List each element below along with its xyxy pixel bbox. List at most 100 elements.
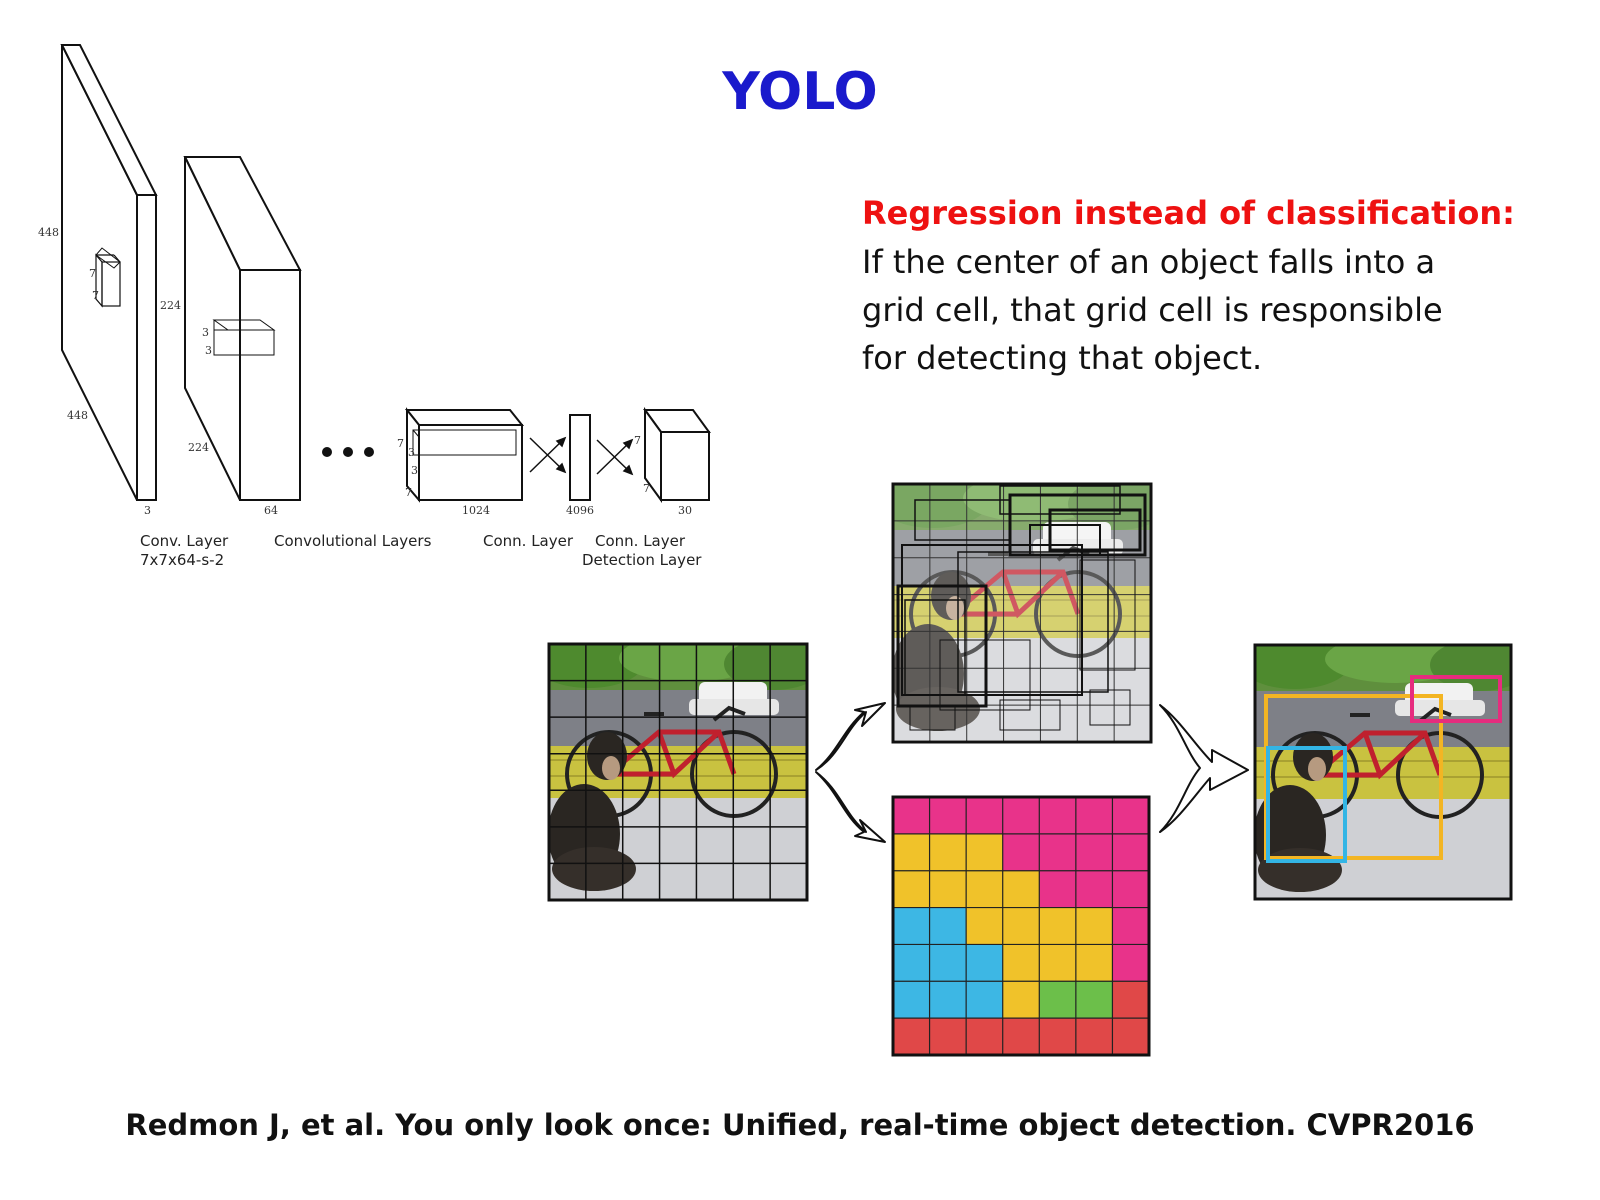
description-heading: Regression instead of classification: bbox=[862, 194, 1515, 232]
label-conn-layer: Conn. Layer bbox=[483, 532, 574, 550]
class-cell bbox=[893, 981, 931, 1019]
description-line: grid cell, that grid cell is responsible bbox=[862, 291, 1443, 329]
class-cell bbox=[1002, 870, 1040, 909]
dim-l3-a: 7 bbox=[397, 437, 404, 450]
class-cell bbox=[966, 870, 1004, 909]
class-cell bbox=[1075, 797, 1113, 835]
class-cell bbox=[966, 1018, 1004, 1056]
dim-l2-c: 64 bbox=[264, 504, 278, 517]
dim-out-c: 30 bbox=[678, 504, 692, 517]
dim-kernel1-b: 7 bbox=[92, 289, 99, 302]
class-cell bbox=[1039, 797, 1077, 835]
network-layer-labels: Conv. Layer 7x7x64-s-2 Convolutional Lay… bbox=[140, 532, 702, 569]
dim-kernel2-a: 3 bbox=[202, 326, 209, 339]
description-line: If the center of an object falls into a bbox=[862, 243, 1436, 281]
class-cell bbox=[1039, 981, 1077, 1019]
class-cell bbox=[929, 944, 967, 982]
network-architecture bbox=[60, 44, 711, 504]
class-cell bbox=[1039, 944, 1077, 982]
fc-cross-1 bbox=[529, 436, 567, 474]
label-conn-layer-2: Conn. Layer bbox=[595, 532, 686, 550]
description-line: for detecting that object. bbox=[862, 339, 1263, 377]
dim-l2-h: 224 bbox=[160, 299, 181, 312]
class-cell bbox=[966, 907, 1004, 945]
class-cell bbox=[893, 1018, 931, 1056]
class-cell bbox=[1112, 833, 1150, 872]
class-cell bbox=[893, 870, 931, 909]
ellipsis-dots bbox=[322, 447, 374, 457]
class-cell bbox=[1002, 944, 1040, 982]
arrow-to-classmap bbox=[815, 771, 886, 843]
dim-out-b: 7 bbox=[643, 482, 650, 495]
dim-fc-size: 4096 bbox=[566, 504, 594, 517]
label-detection-layer: Detection Layer bbox=[582, 551, 702, 569]
dim-l2-w: 224 bbox=[188, 441, 209, 454]
class-cell bbox=[1112, 944, 1150, 982]
class-cell bbox=[1039, 1018, 1077, 1056]
input-layer-block bbox=[60, 44, 158, 501]
class-cell bbox=[893, 833, 931, 872]
dim-input-h: 448 bbox=[38, 226, 59, 239]
description-block: Regression instead of classification: If… bbox=[862, 188, 1552, 382]
class-cell bbox=[929, 870, 967, 909]
class-cell bbox=[1112, 981, 1150, 1019]
conv-final-block bbox=[404, 407, 525, 503]
dim-kernel3-a: 3 bbox=[408, 446, 415, 459]
flow-arrows bbox=[815, 702, 1249, 843]
bounding-boxes-image bbox=[891, 482, 1153, 744]
class-cell bbox=[1075, 907, 1113, 945]
output-tensor-block bbox=[643, 406, 711, 504]
class-cell bbox=[929, 797, 967, 835]
dim-kernel2-b: 3 bbox=[205, 344, 212, 357]
class-cell bbox=[1075, 870, 1113, 909]
arrow-to-boxes bbox=[815, 702, 886, 771]
fc-cross-2 bbox=[596, 438, 634, 476]
dim-kernel1-a: 7 bbox=[89, 267, 96, 280]
dim-l3-c: 1024 bbox=[462, 504, 490, 517]
class-cell bbox=[893, 797, 931, 835]
class-cell bbox=[966, 833, 1004, 872]
class-cell bbox=[966, 944, 1004, 982]
network-dimension-labels: 448 448 3 7 7 224 224 64 3 3 7 7 3 3 102… bbox=[38, 226, 692, 517]
class-cell bbox=[1002, 907, 1040, 945]
fc-layer-block bbox=[569, 414, 591, 501]
arrow-merge bbox=[1159, 704, 1249, 833]
class-cell bbox=[929, 907, 967, 945]
class-cell bbox=[929, 1018, 967, 1056]
class-cell bbox=[1075, 944, 1113, 982]
detection-box-car bbox=[1410, 675, 1502, 723]
class-cell bbox=[1039, 907, 1077, 945]
label-conv-kernel: 7x7x64-s-2 bbox=[140, 551, 224, 569]
class-cell bbox=[1112, 907, 1150, 945]
class-cell bbox=[1002, 833, 1040, 872]
dim-input-w: 448 bbox=[67, 409, 88, 422]
class-cell bbox=[1039, 870, 1077, 909]
class-cell bbox=[966, 981, 1004, 1019]
slide-title: YOLO bbox=[722, 62, 878, 122]
conv-layer-block bbox=[183, 156, 302, 501]
class-cell bbox=[929, 981, 967, 1019]
class-cell bbox=[1075, 833, 1113, 872]
class-cell bbox=[1039, 833, 1077, 872]
class-cell bbox=[1002, 1018, 1040, 1056]
dim-out-a: 7 bbox=[634, 434, 641, 447]
class-cell bbox=[1112, 1018, 1150, 1056]
class-cell bbox=[893, 907, 931, 945]
dim-l3-b: 7 bbox=[405, 486, 412, 499]
class-cell bbox=[1112, 797, 1150, 835]
input-grid-image bbox=[547, 642, 809, 902]
class-cell bbox=[1075, 981, 1113, 1019]
class-cell bbox=[893, 944, 931, 982]
class-cell bbox=[1002, 981, 1040, 1019]
citation: Redmon J, et al. You only look once: Uni… bbox=[125, 1108, 1475, 1142]
class-probability-map bbox=[891, 795, 1151, 1057]
final-detections-image bbox=[1253, 643, 1513, 901]
dim-input-c: 3 bbox=[144, 504, 151, 517]
class-cell bbox=[1112, 870, 1150, 909]
class-cell bbox=[1002, 797, 1040, 835]
class-cell bbox=[1075, 1018, 1113, 1056]
label-conv-layers: Convolutional Layers bbox=[274, 532, 432, 550]
dim-kernel3-b: 3 bbox=[411, 464, 418, 477]
class-cell bbox=[929, 833, 967, 872]
